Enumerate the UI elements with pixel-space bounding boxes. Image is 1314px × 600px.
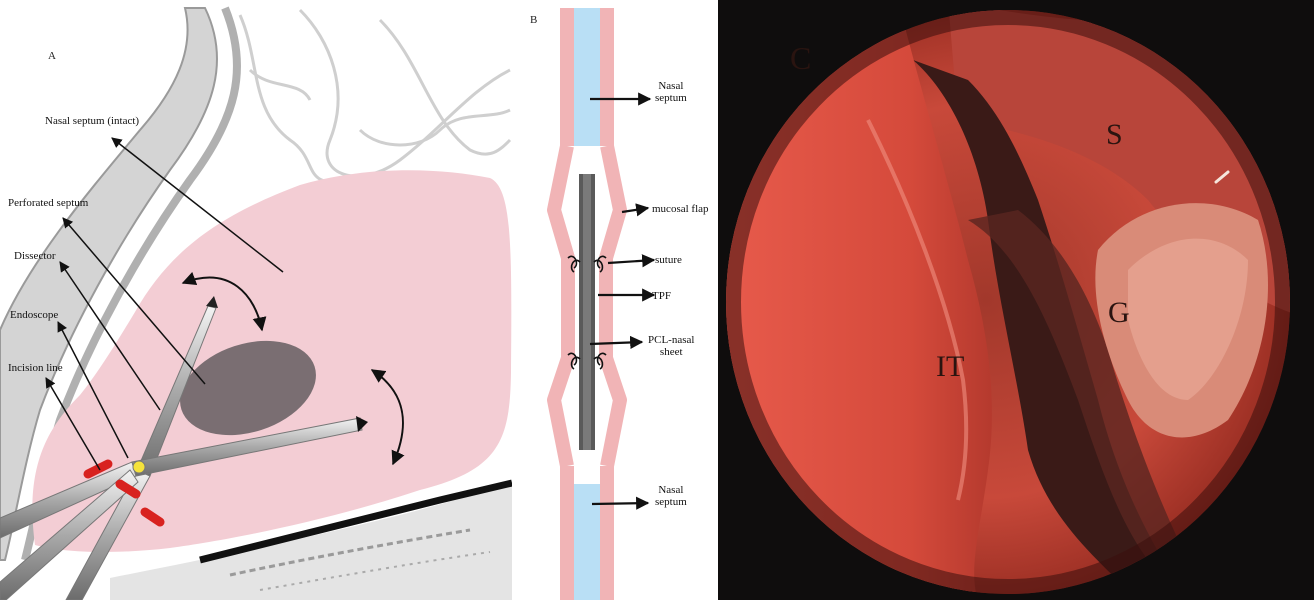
label-mucosal-flap: mucosal flap	[652, 203, 709, 215]
panel-letter-c: C	[790, 40, 811, 77]
label-tpf: TPF	[652, 290, 671, 302]
label-pcl-sheet: PCL-nasal sheet	[648, 334, 694, 358]
label-nasal-septum-top: Nasal septum	[655, 80, 687, 104]
endoscope-tip	[133, 461, 145, 473]
label-incision-line: Incision line	[8, 362, 63, 374]
mucosa-right-top	[600, 8, 614, 146]
panel-letter-a: A	[48, 50, 56, 62]
label-dissector: Dissector	[14, 250, 56, 262]
label-nasal-septum-intact: Nasal septum (intact)	[45, 115, 139, 127]
mucosa-left-top	[560, 8, 574, 146]
label-perforated-septum: Perforated septum	[8, 197, 88, 209]
label-nasal-septum-top-line2: septum	[655, 92, 687, 104]
label-pcl-sheet-line1: PCL-nasal	[648, 334, 694, 346]
skull-bone-outline	[240, 10, 510, 182]
panel-b-drawing	[522, 0, 720, 600]
label-nasal-septum-bottom-line2: septum	[655, 496, 687, 508]
label-s: S	[1106, 118, 1123, 152]
mucosa-right-bottom	[600, 466, 614, 600]
label-pcl-sheet-line2: sheet	[660, 346, 683, 358]
panel-b-schematic: B Nasal septum mucosal flap suture TPF P…	[522, 0, 720, 600]
label-nasal-septum-bottom: Nasal septum	[655, 484, 687, 508]
panel-a-drawing	[0, 0, 512, 600]
panel-letter-b: B	[530, 14, 537, 26]
label-suture: suture	[655, 254, 682, 266]
cartilage-bottom	[574, 484, 600, 600]
panel-a-illustration: A Nasal septum (intact) Perforated septu…	[0, 0, 512, 600]
endoscopic-view	[718, 0, 1314, 600]
label-it: IT	[936, 350, 964, 384]
mucosa-left-bottom	[560, 466, 574, 600]
mucosal-flap-right	[606, 146, 620, 466]
panel-c-endoscopic-photo: C S G IT	[718, 0, 1314, 600]
label-nasal-septum-bottom-line1: Nasal	[658, 484, 683, 496]
cartilage-top	[574, 8, 600, 146]
mucosal-flap-left	[554, 146, 568, 466]
label-g: G	[1108, 296, 1130, 330]
label-endoscope: Endoscope	[10, 309, 58, 321]
label-nasal-septum-top-line1: Nasal	[658, 80, 683, 92]
